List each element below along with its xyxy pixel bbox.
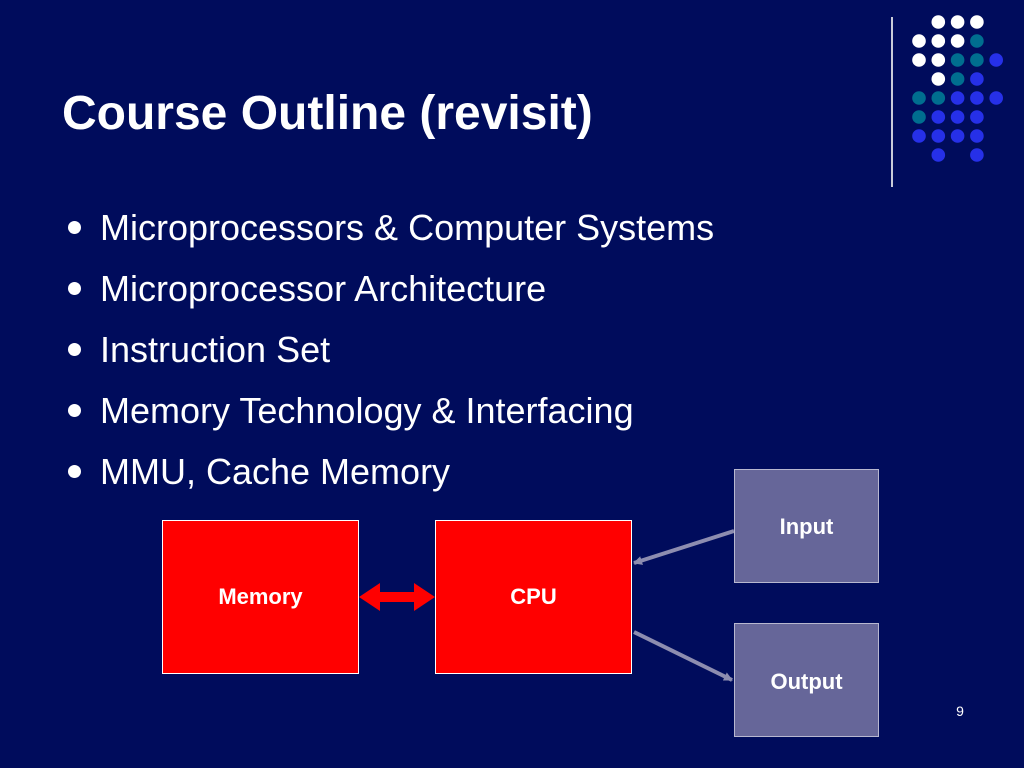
list-item: Microprocessors & Computer Systems bbox=[62, 197, 714, 258]
bullet-icon bbox=[68, 221, 81, 234]
input-label: Input bbox=[779, 514, 834, 539]
output-label: Output bbox=[770, 669, 843, 694]
decorative-dot bbox=[970, 34, 984, 48]
list-item-text: Microprocessor Architecture bbox=[100, 268, 547, 309]
course-topic-list: Microprocessors & Computer Systems Micro… bbox=[62, 197, 714, 502]
bullet-icon bbox=[68, 343, 81, 356]
output-block: Output bbox=[734, 623, 879, 737]
decorative-dot bbox=[931, 129, 946, 143]
decorative-dot bbox=[950, 15, 965, 29]
cpu-label: CPU bbox=[510, 584, 557, 609]
input-to-cpu-arrow bbox=[633, 529, 735, 565]
list-item-text: Microprocessors & Computer Systems bbox=[100, 207, 715, 248]
input-block: Input bbox=[734, 469, 879, 583]
decorative-dot bbox=[912, 129, 926, 143]
list-item: Microprocessor Architecture bbox=[62, 258, 714, 319]
decorative-dot bbox=[931, 34, 946, 48]
decorative-dot bbox=[950, 53, 965, 67]
memory-block: Memory bbox=[162, 520, 359, 674]
page-number: 9 bbox=[956, 703, 964, 719]
cpu-block: CPU bbox=[435, 520, 632, 674]
decorative-dot bbox=[970, 91, 984, 105]
bullet-icon bbox=[68, 404, 81, 417]
decorative-dot bbox=[970, 72, 984, 86]
decorative-dot bbox=[931, 91, 946, 105]
decorative-dot bbox=[931, 110, 946, 124]
list-item: MMU, Cache Memory bbox=[62, 441, 714, 502]
list-item: Memory Technology & Interfacing bbox=[62, 380, 714, 441]
decorative-dot bbox=[970, 129, 984, 143]
decorative-dot bbox=[912, 53, 926, 67]
list-item-text: MMU, Cache Memory bbox=[100, 451, 451, 492]
decorative-dot bbox=[912, 91, 926, 105]
list-item: Instruction Set bbox=[62, 319, 714, 380]
decorative-dot bbox=[912, 110, 926, 124]
bullet-icon bbox=[68, 465, 81, 478]
decorative-dot bbox=[912, 34, 926, 48]
list-item-text: Memory Technology & Interfacing bbox=[100, 390, 634, 431]
decorative-dot bbox=[931, 15, 946, 29]
decorative-dot bbox=[970, 148, 984, 162]
list-item-text: Instruction Set bbox=[100, 329, 331, 370]
decorative-dot bbox=[950, 72, 965, 86]
decorative-dot bbox=[950, 129, 965, 143]
cpu-to-output-arrow bbox=[633, 630, 733, 682]
decorative-dot bbox=[970, 53, 984, 67]
bullet-icon bbox=[68, 282, 81, 295]
decorative-dot bbox=[970, 110, 984, 124]
decorative-dot bbox=[989, 53, 1003, 67]
decorative-dot bbox=[950, 34, 965, 48]
decorative-dot bbox=[931, 72, 946, 86]
slide-title: Course Outline (revisit) bbox=[62, 87, 593, 140]
decorative-dot bbox=[989, 91, 1003, 105]
decorative-dot bbox=[931, 148, 946, 162]
decorative-dot bbox=[950, 110, 965, 124]
decorative-dot bbox=[931, 53, 946, 67]
memory-label: Memory bbox=[218, 584, 303, 609]
decorative-dot bbox=[950, 91, 965, 105]
decorative-divider bbox=[891, 17, 893, 187]
decorative-dot bbox=[970, 15, 984, 29]
memory-cpu-double-arrow bbox=[359, 583, 435, 611]
